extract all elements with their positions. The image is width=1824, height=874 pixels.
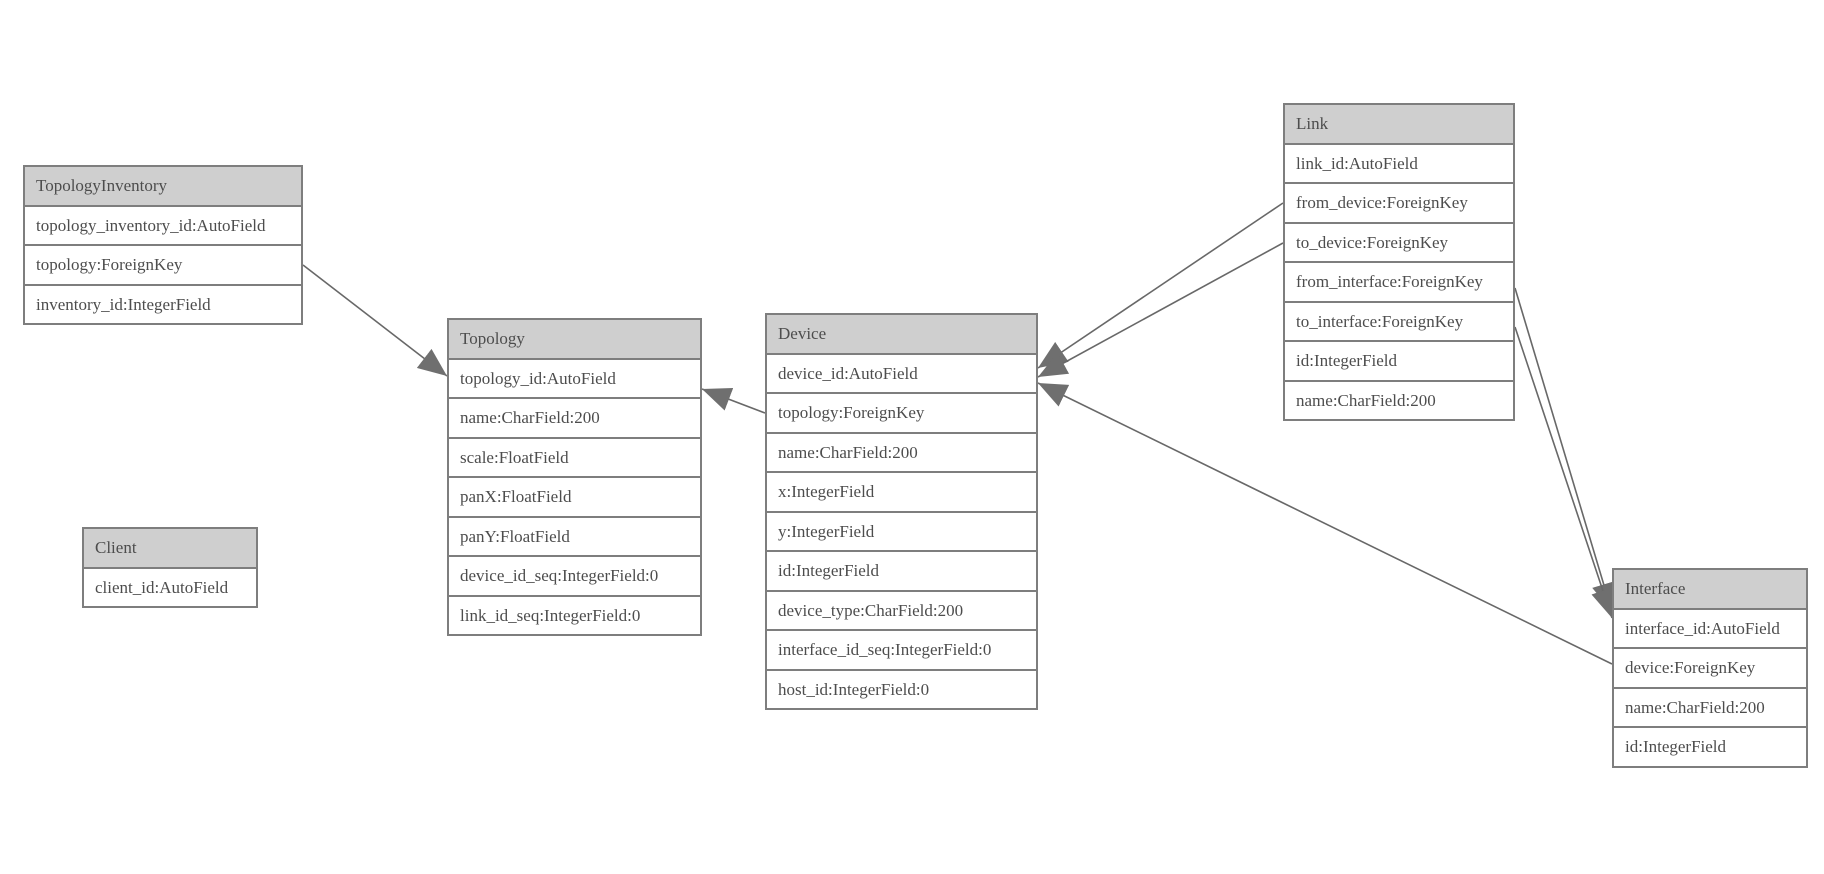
- field-row: client_id:AutoField: [84, 566, 256, 606]
- field-row: x:IntegerField: [767, 471, 1036, 511]
- relation-link-from-device: [1037, 202, 1284, 369]
- field-row: device:ForeignKey: [1614, 647, 1806, 687]
- field-row: panX:FloatField: [449, 476, 700, 516]
- field-row: to_interface:ForeignKey: [1285, 300, 1513, 340]
- entity-interface[interactable]: Interface interface_id:AutoField device:…: [1612, 568, 1808, 768]
- relation-link-from-interface: [1514, 287, 1616, 613]
- field-row: id:IntegerField: [1285, 340, 1513, 380]
- field-row: host_id:IntegerField:0: [767, 668, 1036, 708]
- entity-client[interactable]: Client client_id:AutoField: [82, 527, 258, 608]
- field-row: device_id_seq:IntegerField:0: [449, 555, 700, 595]
- field-row: to_device:ForeignKey: [1285, 221, 1513, 261]
- relation-link-to-interface: [1514, 326, 1615, 619]
- field-row: topology_id:AutoField: [449, 357, 700, 397]
- field-row: interface_id:AutoField: [1614, 607, 1806, 647]
- field-row: inventory_id:IntegerField: [25, 283, 301, 323]
- entity-client-header: Client: [84, 529, 256, 567]
- field-row: topology:ForeignKey: [25, 244, 301, 284]
- field-row: name:CharField:200: [767, 431, 1036, 471]
- field-row: name:CharField:200: [1285, 379, 1513, 419]
- field-row: topology_inventory_id:AutoField: [25, 204, 301, 244]
- field-row: from_interface:ForeignKey: [1285, 261, 1513, 301]
- field-row: id:IntegerField: [767, 550, 1036, 590]
- entity-link[interactable]: Link link_id:AutoField from_device:Forei…: [1283, 103, 1515, 421]
- entity-topologyinventory[interactable]: TopologyInventory topology_inventory_id:…: [23, 165, 303, 325]
- field-row: link_id_seq:IntegerField:0: [449, 594, 700, 634]
- field-row: y:IntegerField: [767, 510, 1036, 550]
- entity-interface-header: Interface: [1614, 570, 1806, 608]
- field-row: name:CharField:200: [449, 397, 700, 437]
- field-row: interface_id_seq:IntegerField:0: [767, 629, 1036, 669]
- field-row: scale:FloatField: [449, 436, 700, 476]
- entity-topology[interactable]: Topology topology_id:AutoField name:Char…: [447, 318, 702, 636]
- relation-interface-device: [1037, 382, 1613, 665]
- entity-topology-header: Topology: [449, 320, 700, 358]
- field-row: device_type:CharField:200: [767, 589, 1036, 629]
- field-row: id:IntegerField: [1614, 726, 1806, 766]
- relation-device-topology: [701, 388, 766, 414]
- field-row: device_id:AutoField: [767, 352, 1036, 392]
- entity-link-header: Link: [1285, 105, 1513, 143]
- entity-device[interactable]: Device device_id:AutoField topology:Fore…: [765, 313, 1038, 710]
- field-row: panY:FloatField: [449, 515, 700, 555]
- relation-topologyinventory-topology: [302, 264, 448, 377]
- field-row: link_id:AutoField: [1285, 142, 1513, 182]
- entity-topologyinventory-header: TopologyInventory: [25, 167, 301, 205]
- field-row: name:CharField:200: [1614, 686, 1806, 726]
- entity-device-header: Device: [767, 315, 1036, 353]
- field-row: topology:ForeignKey: [767, 392, 1036, 432]
- field-row: from_device:ForeignKey: [1285, 182, 1513, 222]
- relation-link-to-device: [1037, 242, 1284, 378]
